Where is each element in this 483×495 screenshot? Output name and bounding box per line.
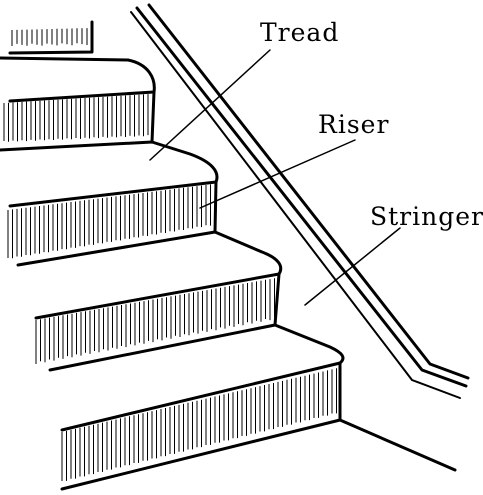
step-4-outline xyxy=(48,323,345,432)
riser-hatching xyxy=(3,28,337,481)
stringer-lower-edge xyxy=(130,11,461,399)
stringer-board xyxy=(130,3,470,399)
riser-0-hatching xyxy=(11,28,88,46)
riser-3-hatching xyxy=(35,278,275,364)
riser-4-hatching xyxy=(61,368,337,481)
riser-2-hatching xyxy=(7,184,211,259)
riser-label: Riser xyxy=(318,110,389,139)
stringer-bottom-edge xyxy=(147,3,470,380)
step-0-outline xyxy=(8,20,94,55)
tread-leader-line xyxy=(149,49,271,161)
riser-1-hatching xyxy=(3,94,149,142)
step-1-outline xyxy=(0,56,156,103)
floor-line xyxy=(60,418,457,491)
riser-leader-line xyxy=(199,139,356,209)
stringer-leader-line xyxy=(304,227,401,306)
stringer-top-edge xyxy=(135,6,468,388)
riser-1-edge xyxy=(150,90,156,144)
tread-label: Tread xyxy=(260,18,339,47)
tread-outlines xyxy=(0,20,457,491)
riser-3-edge xyxy=(273,272,281,327)
step-2-outline xyxy=(0,140,219,208)
leader-lines xyxy=(149,49,401,306)
riser-2-edge xyxy=(213,180,218,234)
stringer-label: Stringer xyxy=(370,202,483,231)
